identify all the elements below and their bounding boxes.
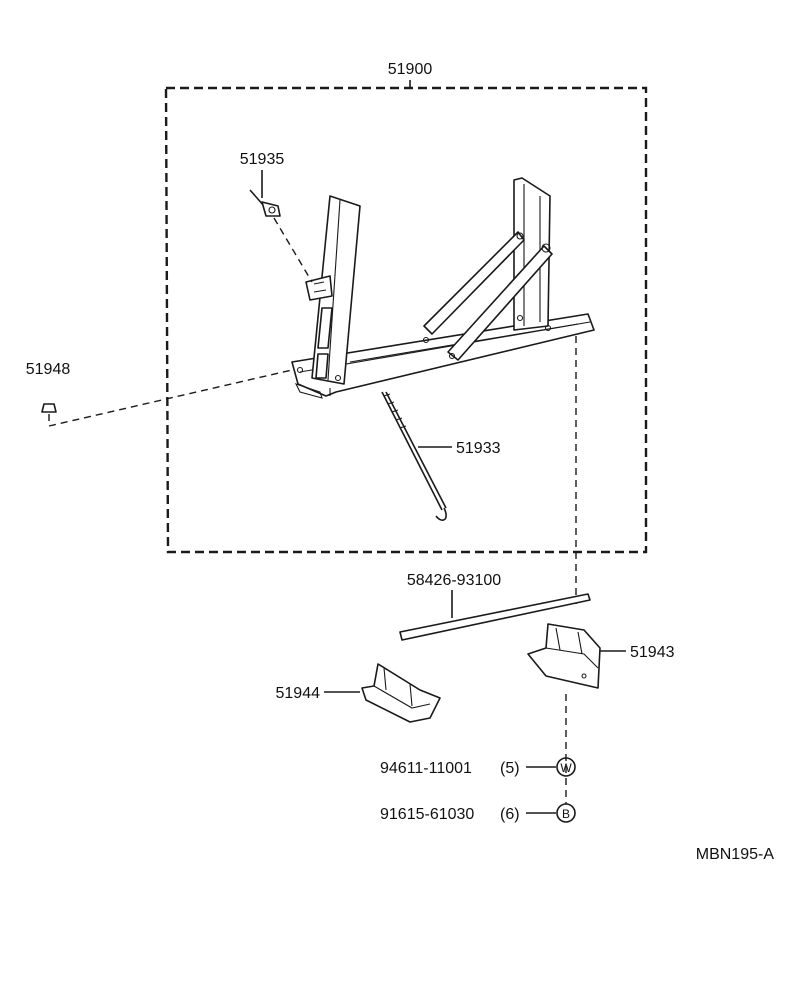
left-bracket-label: 51944: [276, 685, 321, 702]
strip-label: 58426-93100: [407, 572, 501, 589]
washer-part-number: 94611-11001: [380, 760, 472, 777]
plug-dashed-leader: [48, 369, 293, 427]
plug-51948: [41, 403, 57, 413]
assembly-box: [164, 80, 648, 554]
bolt-symbol: [556, 803, 576, 823]
rod-51933: [381, 391, 447, 521]
diagram-code: MBN195-A: [696, 846, 775, 863]
rod-label: 51933: [456, 440, 501, 457]
clip-51935: [249, 189, 281, 217]
clip-dashed-leader: [273, 217, 313, 283]
washer-symbol: [556, 757, 576, 777]
bolt-symbol-letter: B: [562, 807, 570, 821]
right-bracket-label: 51943: [630, 644, 675, 661]
clip-label: 51935: [240, 151, 285, 168]
bracket-51944: [361, 663, 441, 723]
plug-label: 51948: [26, 361, 71, 378]
bolt-part-number: 91615-61030: [380, 806, 474, 823]
tire-carrier-frame: [291, 177, 595, 399]
bracket-51943: [527, 623, 601, 689]
washer-symbol-letter: W: [560, 761, 572, 775]
assembly-label: 51900: [388, 61, 433, 78]
washer-qty: (5): [500, 760, 520, 777]
bolt-qty: (6): [500, 806, 520, 823]
strip-58426-93100: [399, 593, 591, 641]
